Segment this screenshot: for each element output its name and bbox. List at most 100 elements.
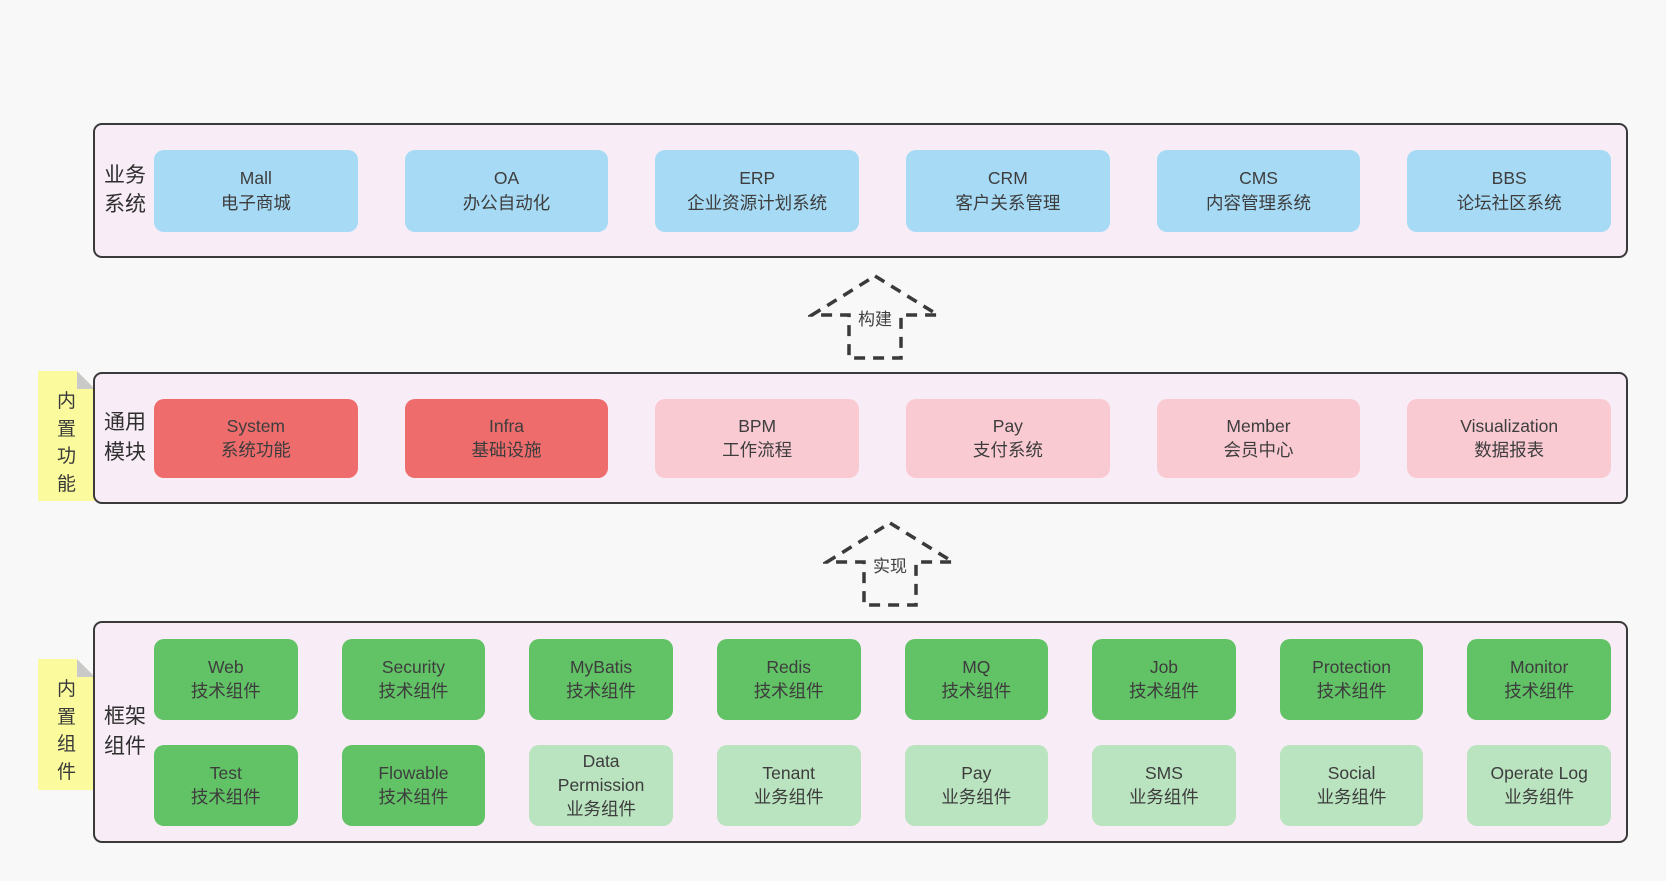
- box-title: Protection: [1312, 656, 1391, 677]
- box-sms: SMS 业务组件: [1092, 744, 1236, 826]
- box-title: Data Permission: [557, 750, 645, 795]
- box-title: Pay: [961, 762, 992, 783]
- box-subtitle: 业务组件: [1128, 787, 1199, 807]
- box-subtitle: 内容管理系统: [1206, 192, 1312, 213]
- sticky-note-text: 内置组件: [56, 679, 76, 783]
- box-data-permission: Data Permission 业务组件: [529, 744, 673, 826]
- box-security: Security 技术组件: [341, 638, 486, 720]
- box-bbs: BBS 论坛社区系统: [1407, 149, 1612, 232]
- box-social: Social 业务组件: [1279, 744, 1424, 826]
- box-title: Test: [209, 762, 242, 783]
- box-job: Job 技术组件: [1092, 638, 1236, 720]
- box-title: System: [226, 415, 286, 436]
- box-subtitle: 技术组件: [941, 681, 1012, 701]
- box-title: Redis: [766, 656, 812, 677]
- box-crm: CRM 客户关系管理: [906, 149, 1110, 232]
- box-subtitle: 技术组件: [1504, 681, 1575, 701]
- box-title: Mall: [239, 168, 272, 189]
- box-subtitle: 技术组件: [190, 681, 261, 701]
- box-subtitle: 企业资源计划系统: [687, 192, 828, 213]
- box-title: OA: [493, 168, 520, 189]
- box-flowable: Flowable 技术组件: [341, 744, 486, 826]
- box-title: CRM: [987, 168, 1028, 189]
- box-mq: MQ 技术组件: [904, 638, 1049, 720]
- box-system: System 系统功能: [154, 398, 358, 478]
- arrow-build: 构建: [808, 272, 942, 362]
- box-protection: Protection 技术组件: [1279, 638, 1424, 720]
- arrow-label: 实现: [869, 551, 911, 578]
- box-oa: OA 办公自动化: [404, 149, 609, 232]
- box-cms: CMS 内容管理系统: [1156, 149, 1361, 232]
- box-mybatis: MyBatis 技术组件: [529, 638, 673, 720]
- box-subtitle: 会员中心: [1223, 440, 1294, 460]
- box-title: Web: [207, 656, 244, 677]
- box-subtitle: 工作流程: [722, 440, 793, 460]
- box-visualization: Visualization 数据报表: [1407, 398, 1612, 478]
- box-title: ERP: [739, 168, 776, 189]
- box-title: BPM: [738, 415, 777, 436]
- layer-label-framework-components: 框架组件: [104, 705, 146, 758]
- box-subtitle: 电子商城: [220, 192, 291, 213]
- arrow-implement: 实现: [823, 519, 957, 609]
- box-operate-log: Operate Log 业务组件: [1467, 744, 1611, 826]
- box-title: Job: [1149, 656, 1179, 677]
- box-web: Web 技术组件: [154, 638, 298, 720]
- box-erp: ERP 企业资源计划系统: [655, 149, 860, 232]
- box-title: Security: [381, 656, 446, 677]
- layer-common-modules: 通用模块 System 系统功能 Infra 基础设施 BPM 工作流程 Pay…: [93, 372, 1628, 504]
- box-subtitle: 业务组件: [566, 799, 637, 820]
- box-pay-system: Pay 支付系统: [906, 398, 1110, 478]
- layer-business-systems: 业务系统 Mall 电子商城 OA 办公自动化 ERP 企业资源计划系统 CRM…: [93, 123, 1628, 258]
- box-subtitle: 技术组件: [190, 787, 261, 807]
- sticky-note-builtin-features: 内置功能: [38, 371, 95, 501]
- box-title: BBS: [1491, 168, 1527, 189]
- sticky-note-builtin-components: 内置组件: [38, 659, 95, 790]
- box-subtitle: 办公自动化: [462, 192, 551, 213]
- dashed-up-arrow-icon: [808, 273, 942, 360]
- box-subtitle: 技术组件: [753, 681, 824, 701]
- layer-label-business-systems: 业务系统: [104, 163, 146, 217]
- box-title: Social: [1327, 762, 1376, 783]
- box-title: Flowable: [378, 762, 449, 783]
- box-subtitle: 数据报表: [1474, 440, 1545, 460]
- box-subtitle: 基础设施: [471, 440, 542, 460]
- box-title: Pay: [992, 415, 1023, 436]
- box-mall: Mall 电子商城: [154, 149, 358, 232]
- box-title: Operate Log: [1490, 762, 1588, 783]
- box-member: Member 会员中心: [1156, 398, 1361, 478]
- box-monitor: Monitor 技术组件: [1467, 638, 1611, 720]
- box-title: Tenant: [762, 762, 815, 783]
- box-redis: Redis 技术组件: [716, 638, 861, 720]
- box-test: Test 技术组件: [154, 744, 298, 826]
- box-title: Infra: [488, 415, 525, 436]
- sticky-note-text: 内置功能: [56, 391, 76, 495]
- box-subtitle: 支付系统: [972, 440, 1043, 460]
- box-subtitle: 业务组件: [941, 787, 1012, 807]
- layer-label-common-modules: 通用模块: [104, 411, 146, 464]
- box-bpm: BPM 工作流程: [655, 398, 860, 478]
- box-subtitle: 业务组件: [1316, 787, 1387, 807]
- dashed-up-arrow-icon: [823, 520, 957, 607]
- box-title: MQ: [962, 656, 991, 677]
- layer-framework-components: 框架组件 Web 技术组件 Security 技术组件 MyBatis 技术组件…: [93, 621, 1628, 843]
- box-subtitle: 客户关系管理: [955, 192, 1061, 213]
- box-infra: Infra 基础设施: [404, 398, 609, 478]
- box-title: SMS: [1144, 762, 1183, 783]
- box-subtitle: 技术组件: [566, 681, 637, 701]
- box-title: MyBatis: [569, 656, 633, 677]
- box-subtitle: 技术组件: [378, 787, 449, 807]
- box-subtitle: 技术组件: [378, 681, 449, 701]
- box-tenant: Tenant 业务组件: [716, 744, 861, 826]
- box-pay-component: Pay 业务组件: [904, 744, 1049, 826]
- box-title: Monitor: [1510, 656, 1569, 677]
- box-subtitle: 技术组件: [1128, 681, 1199, 701]
- box-subtitle: 技术组件: [1316, 681, 1387, 701]
- box-subtitle: 业务组件: [753, 787, 824, 807]
- box-title: Visualization: [1460, 415, 1559, 436]
- box-subtitle: 论坛社区系统: [1456, 192, 1562, 213]
- box-title: CMS: [1239, 168, 1278, 189]
- box-subtitle: 系统功能: [220, 440, 291, 460]
- box-title: Member: [1226, 415, 1291, 436]
- arrow-label: 构建: [854, 304, 896, 331]
